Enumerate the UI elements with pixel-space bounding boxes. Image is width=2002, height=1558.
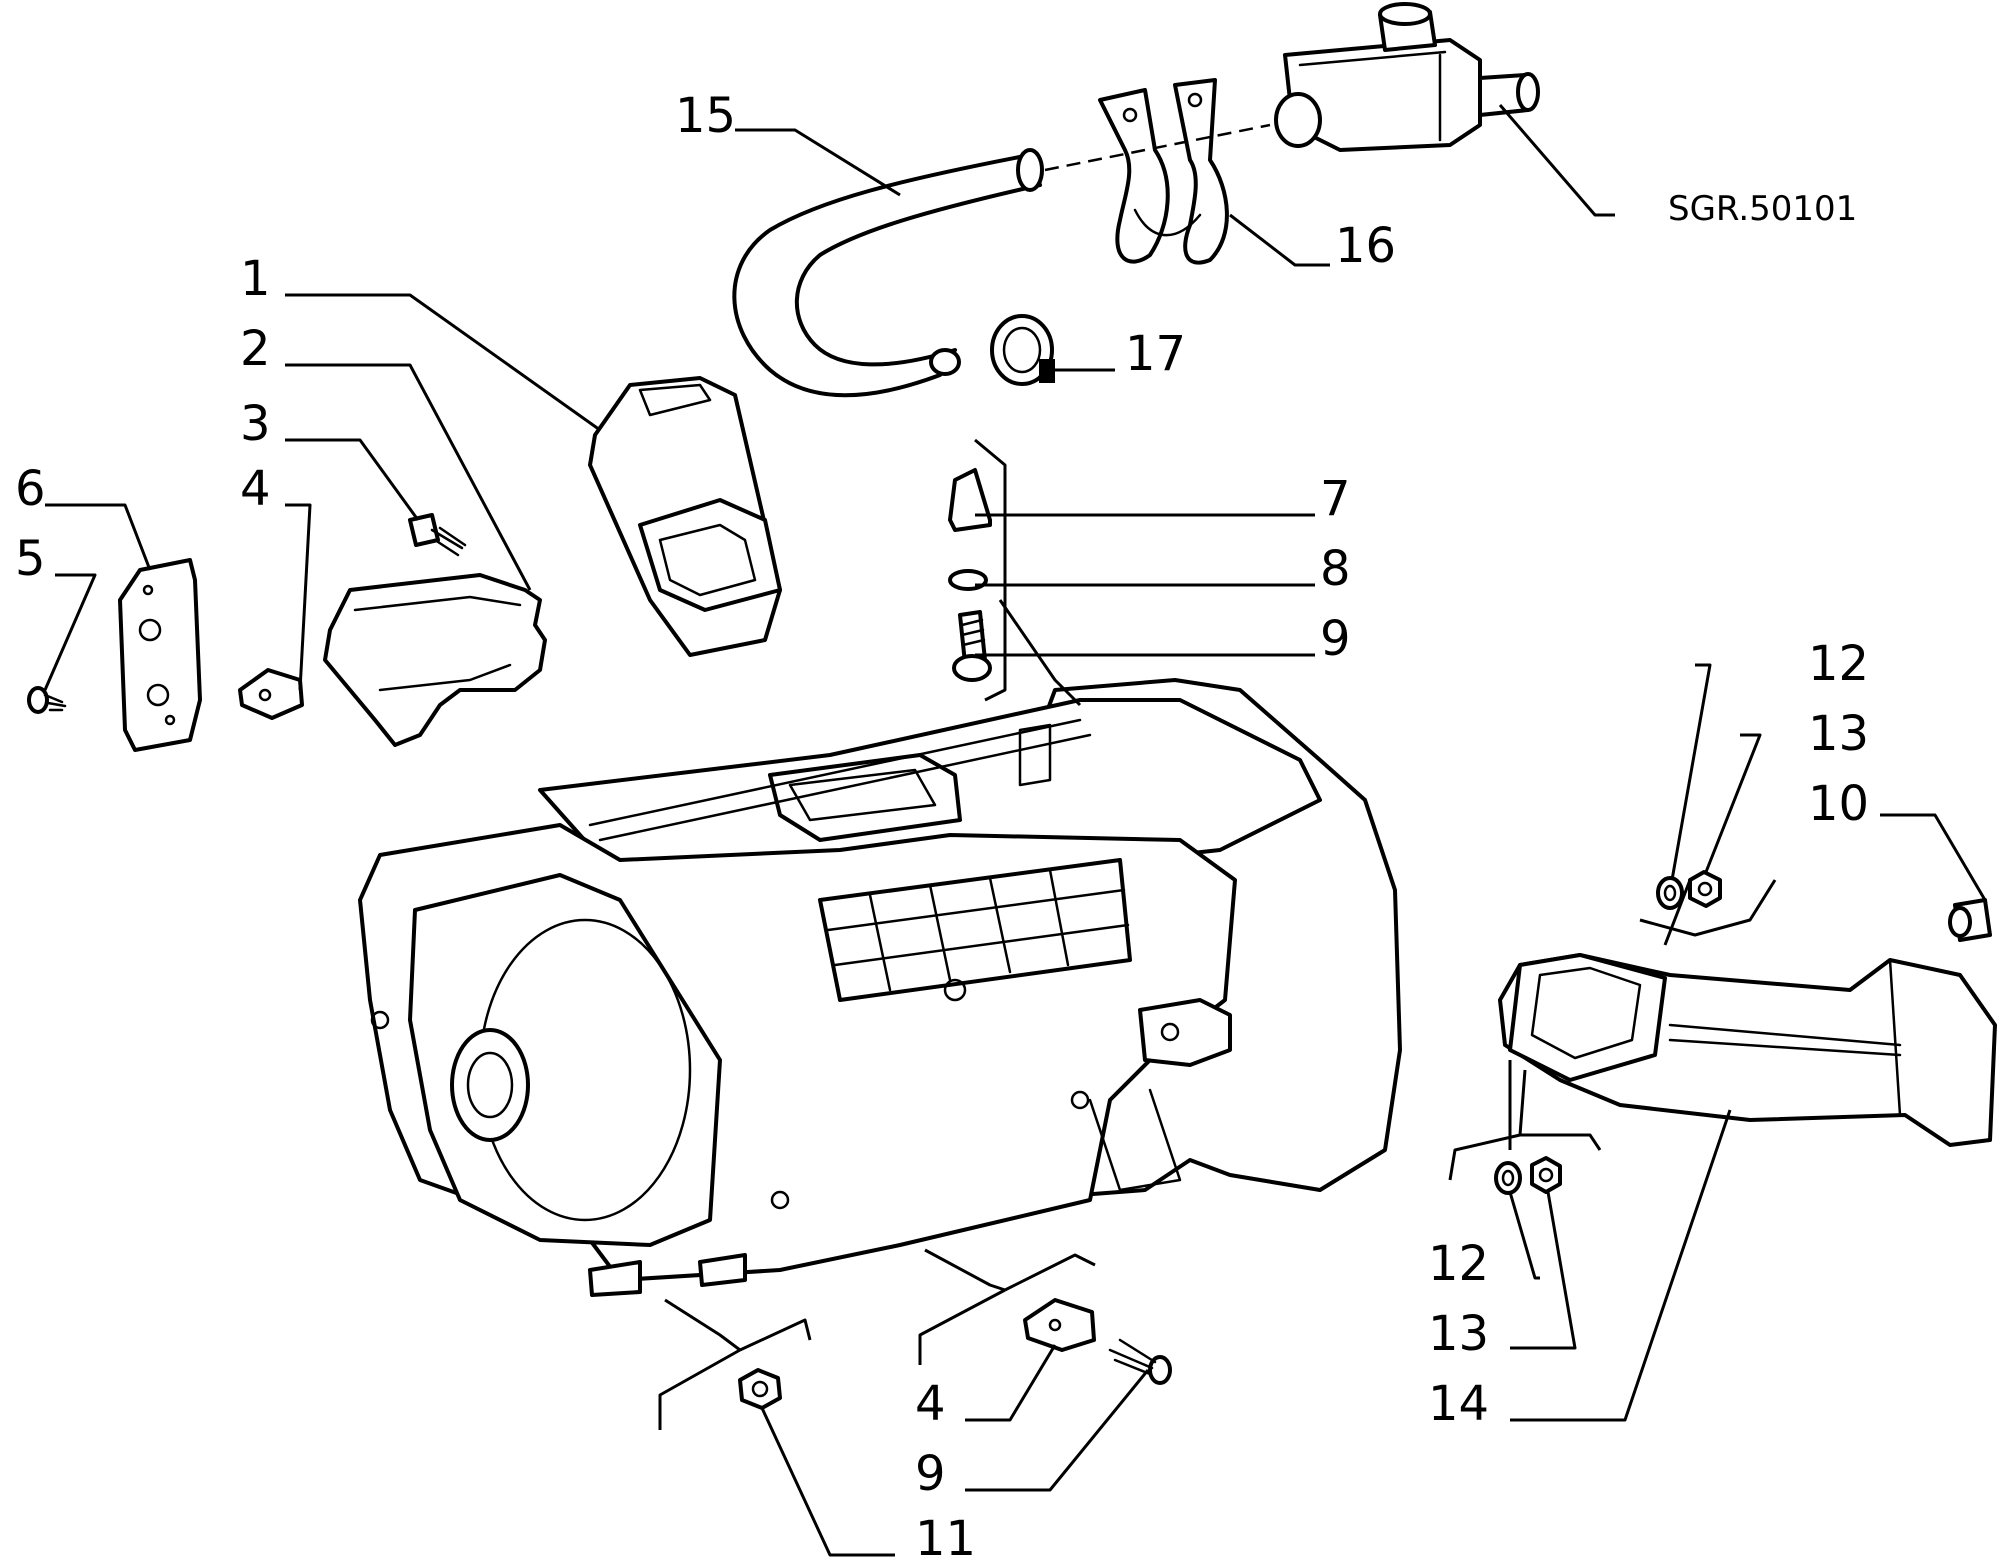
part-15-heater-hose xyxy=(732,148,1044,398)
part-5-screw xyxy=(27,686,67,714)
part-7-grommet xyxy=(948,468,992,532)
part-9-screw-top xyxy=(952,610,992,682)
callout-11: 11 xyxy=(915,1511,976,1558)
callout-12-top: 12 xyxy=(1808,636,1869,692)
part-12-washer-top xyxy=(1656,876,1684,910)
water-valve xyxy=(1274,2,1540,152)
part-11-nut xyxy=(738,1368,782,1410)
part-4-clip-nut-bottom xyxy=(1023,1298,1096,1352)
callout-6: 6 xyxy=(15,461,46,517)
callout-4-bottom: 4 xyxy=(915,1376,946,1432)
part-12-washer-bottom xyxy=(1494,1161,1522,1195)
part-1-air-duct xyxy=(588,376,782,657)
part-10-screw xyxy=(1948,898,1992,942)
callout-17: 17 xyxy=(1125,326,1186,382)
part-17-small-clamp xyxy=(990,314,1055,386)
part-3-screw xyxy=(408,513,467,557)
callout-16: 16 xyxy=(1335,218,1396,274)
callout-2: 2 xyxy=(240,321,271,377)
reference-code: SGR.50101 xyxy=(1668,189,1857,229)
part-4-clip-nut-top xyxy=(238,668,304,720)
callout-7: 7 xyxy=(1320,471,1351,527)
callout-5: 5 xyxy=(15,531,46,587)
callout-8: 8 xyxy=(1320,541,1351,597)
callout-9-top: 9 xyxy=(1320,611,1351,667)
part-14-right-air-duct xyxy=(1498,953,1997,1147)
part-6-gasket-plate xyxy=(118,558,202,752)
callout-15: 15 xyxy=(675,88,736,144)
alignment-axis xyxy=(1044,123,1271,172)
part-9-screw-bottom xyxy=(1108,1338,1172,1385)
part-13-nut-bottom xyxy=(1530,1156,1562,1194)
callout-13-top: 13 xyxy=(1808,706,1869,762)
heater-housing xyxy=(358,678,1402,1297)
part-2-bracket xyxy=(323,573,547,747)
callout-1: 1 xyxy=(240,251,271,307)
callout-3: 3 xyxy=(240,396,271,452)
leader-lines xyxy=(43,104,1987,1557)
callout-12-bottom: 12 xyxy=(1428,1236,1489,1292)
part-13-nut-top xyxy=(1688,870,1722,908)
callout-10: 10 xyxy=(1808,776,1869,832)
callout-labels: 1 2 3 4 6 5 15 16 17 7 8 9 12 13 10 12 1… xyxy=(15,88,1869,1558)
part-16-hose-clamp xyxy=(1098,78,1229,265)
callout-13-bottom: 13 xyxy=(1428,1306,1489,1362)
callout-14: 14 xyxy=(1428,1376,1489,1432)
callout-4-top: 4 xyxy=(240,461,271,517)
callout-9-bottom: 9 xyxy=(915,1446,946,1502)
